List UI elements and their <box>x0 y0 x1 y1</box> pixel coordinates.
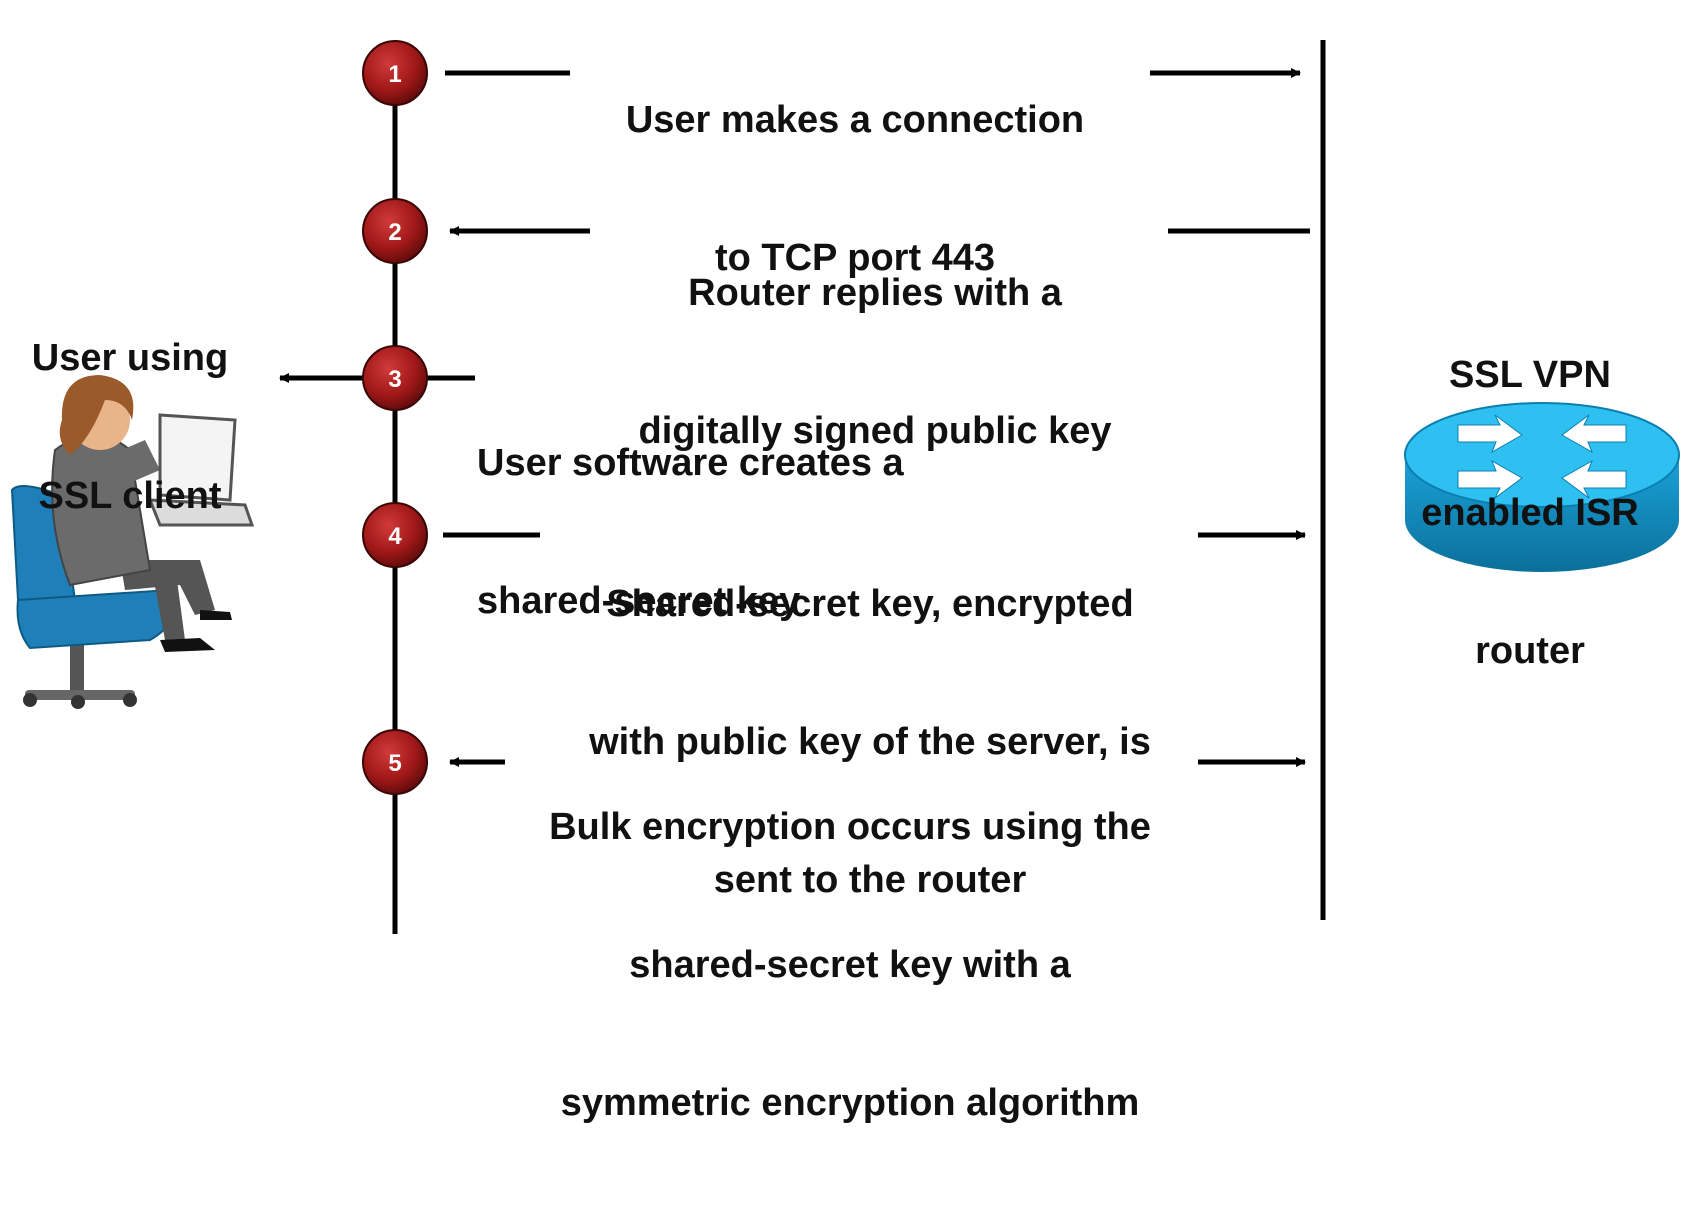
step-3-number: 3 <box>388 366 401 393</box>
step-1-circle <box>362 40 428 106</box>
step-3-circle <box>362 345 428 411</box>
person-at-laptop-icon <box>10 375 255 709</box>
user-label: User using SSL client <box>31 337 229 517</box>
ssl-vpn-handshake-diagram: 1 2 3 4 5 <box>10 40 1680 1124</box>
step-2-text: Router replies with a digitally signed p… <box>638 272 1112 452</box>
step-2-number: 2 <box>388 219 401 246</box>
router-label: SSL VPN enabled ISR router <box>1421 354 1639 672</box>
step-4-text: Shared-secret key, encrypted with public… <box>589 583 1151 901</box>
step-1-text: User makes a connection to TCP port 443 <box>625 99 1085 279</box>
step-1-number: 1 <box>388 61 401 88</box>
step-3-text: User software creates a shared-secret ke… <box>477 442 904 622</box>
step-4-circle <box>362 502 428 568</box>
diagram-lines: 1 2 3 4 5 <box>10 40 1680 934</box>
step-5-circle <box>362 729 428 795</box>
step-4-number: 4 <box>388 523 402 550</box>
step-5-number: 5 <box>388 750 401 777</box>
cisco-router-icon <box>1404 402 1680 572</box>
step-2-circle <box>362 198 428 264</box>
step-5-text: Bulk encryption occurs using the shared-… <box>549 806 1151 1124</box>
